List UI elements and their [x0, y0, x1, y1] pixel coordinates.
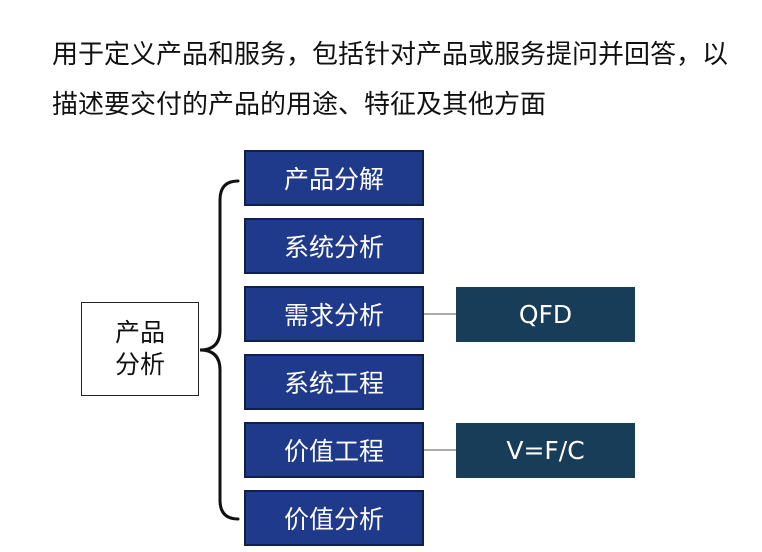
node-systems-analysis: 系统分析 [244, 218, 424, 274]
node-systems-engineering: 系统工程 [244, 354, 424, 410]
node-value-analysis: 价值分析 [244, 490, 424, 546]
intro-line-2: 描述要交付的产品的用途、特征及其他方面 [52, 90, 547, 120]
root-label-line-1: 产品 [114, 318, 165, 347]
curly-brace [199, 179, 240, 521]
root-product-analysis: 产品 分析 [81, 302, 199, 396]
root-label-line-2: 分析 [114, 350, 165, 379]
tool-vfc: V=F/C [456, 423, 635, 478]
intro-text: 用于定义产品和服务，包括针对产品或服务提问并回答，以 描述要交付的产品的用途、特… [52, 30, 752, 130]
tool-qfd: QFD [456, 287, 635, 342]
node-value-engineering: 价值工程 [244, 422, 424, 478]
node-product-breakdown: 产品分解 [244, 150, 424, 206]
node-requirements-analysis: 需求分析 [244, 286, 424, 342]
intro-line-1: 用于定义产品和服务，包括针对产品或服务提问并回答，以 [52, 40, 729, 70]
